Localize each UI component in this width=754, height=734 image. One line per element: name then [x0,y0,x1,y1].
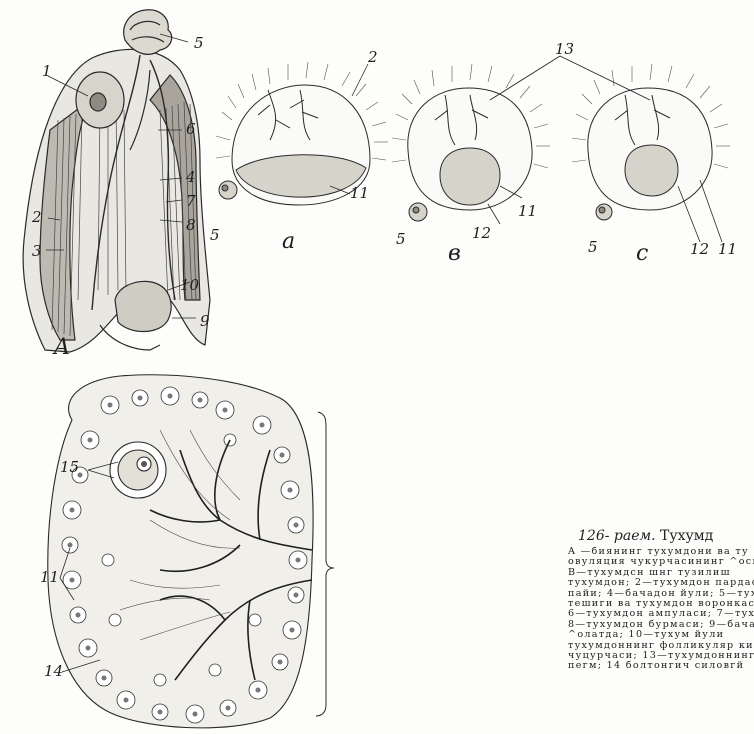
label-8: 8 [186,216,196,234]
label-3: 3 [32,242,42,260]
label-10: 10 [180,276,200,294]
label-c: с [636,241,648,266]
figure-title: Тухумд [660,528,713,544]
label-5-b: 5 [210,226,220,244]
label-2-b: 2 [367,48,378,66]
figure-ovary-b [392,64,550,221]
figure-legend: A —биянинг тухумдони ва ту овуляция чуку… [568,547,754,734]
label-12-a: 12 [472,224,491,242]
figure-number: 126- раем. [578,528,656,544]
label-15: 15 [60,458,79,476]
label-4: 4 [185,168,196,186]
label-5-c: 5 [396,230,406,248]
label-11-a: 11 [350,184,369,202]
legend-line: пегм; 14 болтонгич силовгй [568,661,754,671]
label-11-b: 11 [518,202,537,220]
label-A: A [52,335,70,360]
label-13: 13 [555,40,574,58]
label-11-c: 11 [718,240,737,258]
label-14: 14 [44,662,63,680]
label-5-a: 5 [194,34,204,52]
legend-line: тухумдон; 2—тухумдон пардас [568,578,754,588]
label-9: 9 [200,312,210,330]
label-1: 1 [42,62,52,80]
figure-caption-title: 126- раем. Тухумд [578,528,713,544]
label-a: a [282,229,295,254]
label-b: в [448,241,461,266]
label-12-b: 12 [690,240,709,258]
label-11-d: 11 [40,568,59,586]
legend-line: ^олатда; 10—тухум йули [568,630,754,640]
label-7: 7 [186,192,196,210]
label-6: 6 [186,120,196,138]
label-5-d: 5 [588,238,598,256]
label-2-a: 2 [31,208,42,226]
figure-ovary-section [48,375,334,728]
